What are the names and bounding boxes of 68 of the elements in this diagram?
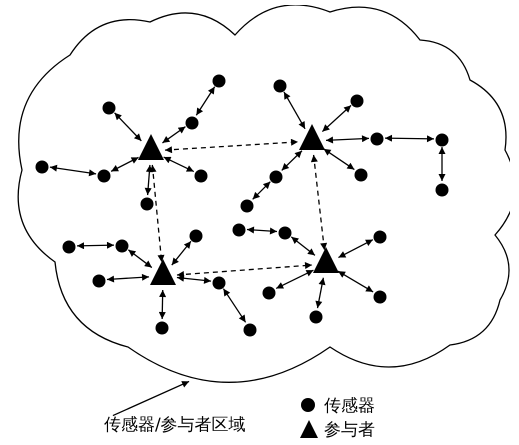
sensor-dot xyxy=(354,167,368,181)
participant-triangle xyxy=(313,247,339,273)
sensor-dot xyxy=(35,159,49,173)
sensor-dot xyxy=(273,78,287,92)
sensor-dot xyxy=(212,73,226,87)
double-arrow xyxy=(114,112,142,142)
sensor-dot xyxy=(185,115,199,129)
double-arrow xyxy=(158,290,166,320)
double-arrow xyxy=(315,278,326,308)
sensor-dot xyxy=(243,322,257,336)
sensor-dot xyxy=(373,289,387,303)
sensor-dot xyxy=(262,285,276,299)
dashed-arrow xyxy=(150,164,164,262)
dashed-arrow xyxy=(164,138,298,154)
double-arrow xyxy=(276,270,314,290)
double-arrow xyxy=(326,135,370,144)
legend-label: 传感器 xyxy=(324,394,375,416)
sensor-dot xyxy=(370,131,384,145)
double-arrow xyxy=(338,239,374,258)
double-arrow xyxy=(110,156,139,172)
double-arrow xyxy=(283,92,306,130)
sensor-dot xyxy=(194,168,208,182)
double-arrow xyxy=(171,240,192,266)
double-arrow xyxy=(438,147,446,181)
dashed-arrow xyxy=(176,262,312,278)
sensor-dot xyxy=(232,222,246,236)
sensor-dot xyxy=(102,100,116,114)
double-arrow xyxy=(338,270,374,292)
double-arrow xyxy=(144,164,153,196)
double-arrow xyxy=(196,86,216,116)
sensor-dot xyxy=(115,238,129,252)
double-arrow xyxy=(385,134,434,142)
participant-triangle xyxy=(299,124,325,150)
double-arrow xyxy=(322,104,352,132)
sensor-dot xyxy=(212,275,226,289)
sensor-dot xyxy=(240,198,254,212)
double-arrow xyxy=(323,148,355,170)
sensor-dot xyxy=(435,132,449,146)
sensor-dot xyxy=(97,168,111,182)
sensor-dot xyxy=(92,273,106,287)
double-arrow xyxy=(163,156,194,172)
double-arrow xyxy=(222,288,246,323)
double-arrow xyxy=(281,150,302,171)
participant-triangle xyxy=(150,259,176,285)
double-arrow xyxy=(128,249,152,268)
double-arrow xyxy=(76,242,114,250)
double-arrow xyxy=(252,181,271,200)
sensor-dot xyxy=(189,228,203,242)
sensor-dot xyxy=(435,182,449,196)
sensor-dot xyxy=(269,169,283,183)
leader-line xyxy=(112,380,190,416)
double-arrow xyxy=(106,274,150,283)
dashed-arrow xyxy=(310,154,328,250)
double-arrow xyxy=(176,274,212,284)
region-label: 传感器/参与者区域 xyxy=(104,413,246,436)
sensor-dot xyxy=(373,229,387,243)
double-arrow xyxy=(290,236,316,256)
double-arrow xyxy=(162,126,186,144)
sensor-dot xyxy=(155,320,169,334)
double-arrow xyxy=(246,226,278,235)
sensor-dot xyxy=(62,239,76,253)
sensor-dot xyxy=(278,225,292,239)
sensor-dot xyxy=(309,309,323,323)
participant-triangle xyxy=(138,134,164,160)
legend-label: 参与者 xyxy=(324,418,375,440)
sensor-dot xyxy=(140,196,154,210)
double-arrow xyxy=(50,164,96,176)
sensor-dot xyxy=(350,93,364,107)
